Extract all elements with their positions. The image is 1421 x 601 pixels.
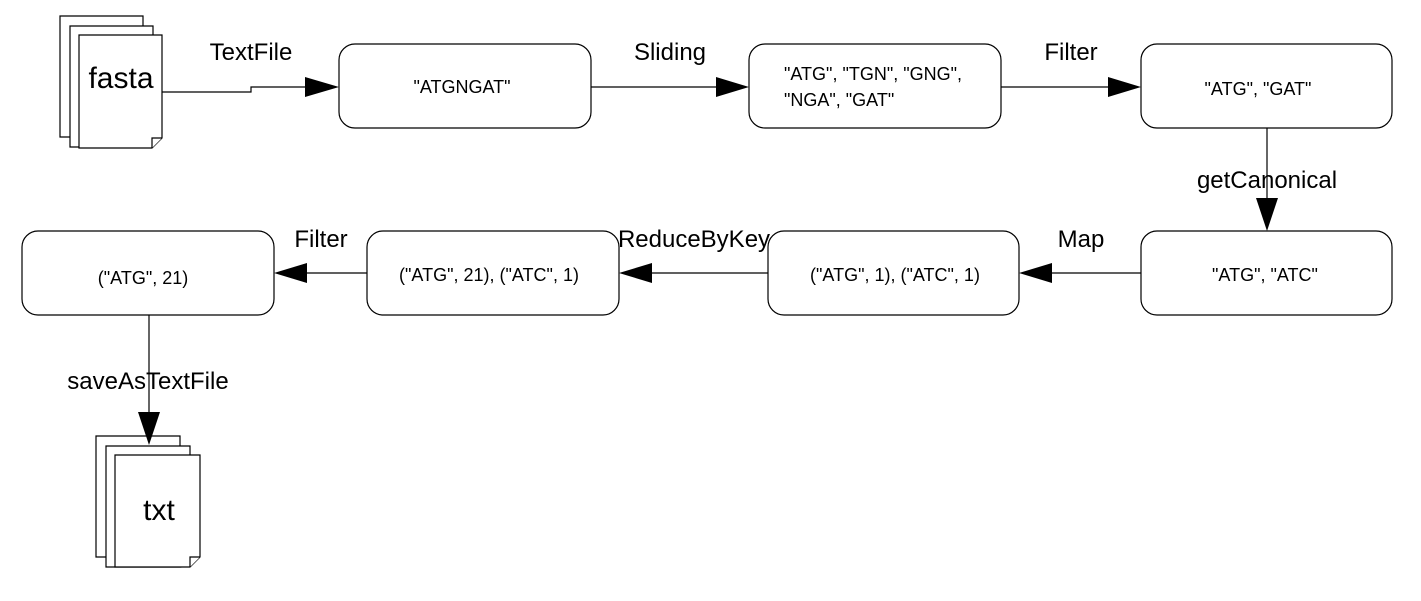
edge-label-reducebykey: ReduceByKey — [618, 226, 770, 253]
edge-label-textfile: TextFile — [210, 39, 293, 66]
arrow-textfile — [162, 77, 339, 97]
arrow-filter1 — [1001, 77, 1141, 97]
txt-label: txt — [143, 494, 175, 527]
edge-label-saveastextfile: saveAsTextFile — [67, 368, 228, 395]
arrow-map — [1019, 263, 1141, 283]
arrow-sliding — [591, 77, 749, 97]
node-reduced: ("ATG", 21), ("ATC", 1) — [366, 230, 620, 316]
node-final: ("ATG", 21) — [21, 230, 275, 316]
node-read: "ATGNGAT" — [338, 43, 592, 129]
arrow-reducebykey — [619, 263, 768, 283]
node-final-text: ("ATG", 21) — [98, 268, 188, 288]
node-reduced-text: ("ATG", 21), ("ATC", 1) — [399, 265, 579, 285]
arrow-getcanonical — [1256, 128, 1278, 231]
node-kmers: "ATG", "TGN", "GNG", "NGA", "GAT" — [748, 43, 1002, 129]
arrow-filter2 — [274, 263, 367, 283]
edge-label-getcanonical: getCanonical — [1197, 167, 1337, 194]
node-filtered-text: "ATG", "GAT" — [1205, 79, 1312, 99]
node-canonical-text: "ATG", "ATC" — [1212, 265, 1318, 285]
txt-document-stack: txt — [95, 435, 201, 568]
edge-label-filter1: Filter — [1044, 39, 1097, 66]
node-read-text: "ATGNGAT" — [413, 77, 510, 97]
node-pairs: ("ATG", 1), ("ATC", 1) — [767, 230, 1020, 316]
edge-label-sliding: Sliding — [634, 39, 706, 66]
node-pairs-text: ("ATG", 1), ("ATC", 1) — [810, 265, 980, 285]
node-kmers-text-line2: "NGA", "GAT" — [784, 90, 894, 110]
edge-label-filter2: Filter — [294, 226, 347, 253]
fasta-label: fasta — [88, 62, 153, 95]
node-kmers-text-line1: "ATG", "TGN", "GNG", — [784, 64, 962, 84]
fasta-document-stack: fasta — [59, 15, 163, 149]
node-canonical: "ATG", "ATC" — [1140, 230, 1393, 316]
node-filtered: "ATG", "GAT" — [1140, 43, 1393, 129]
edge-label-map: Map — [1058, 226, 1105, 253]
arrow-saveastextfile — [138, 315, 160, 445]
